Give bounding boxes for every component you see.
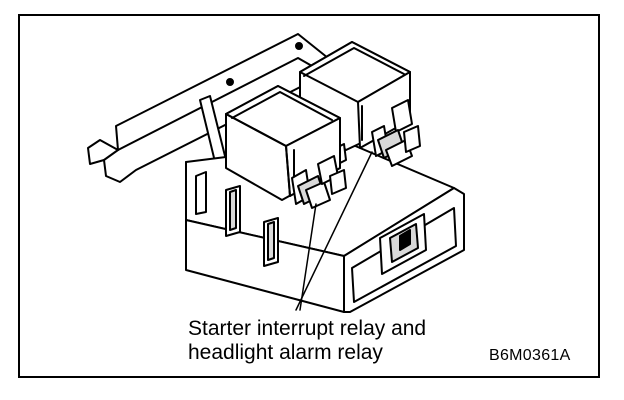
callout-line-1: Starter interrupt relay and (188, 317, 427, 340)
figure-id: B6M0361A (489, 347, 571, 364)
mounting-bracket (87, 33, 329, 183)
relay-front (225, 85, 347, 209)
callout-leader-lines (295, 151, 373, 311)
callout-line-2: headlight alarm relay (188, 341, 383, 364)
relay-callout-label: Starter interrupt relay and headlight al… (188, 317, 426, 365)
